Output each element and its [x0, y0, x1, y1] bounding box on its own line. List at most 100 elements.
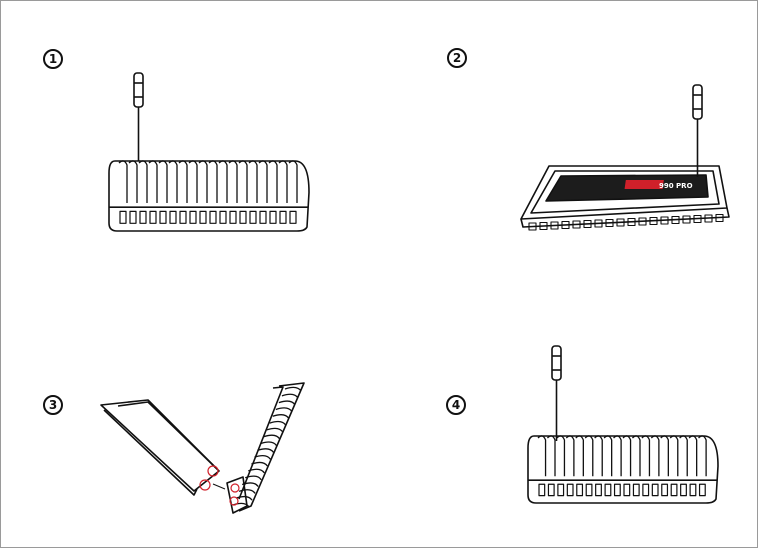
vent-slot — [550, 221, 559, 230]
fin — [198, 160, 208, 203]
heatsink-base-plate — [100, 399, 220, 496]
vent-slot — [660, 216, 669, 225]
fin — [266, 427, 284, 433]
vent-slot — [209, 210, 217, 224]
vent-slot — [604, 483, 612, 497]
fin — [688, 435, 698, 477]
vent-slot — [693, 214, 702, 224]
fin — [631, 435, 641, 477]
fin — [238, 489, 256, 494]
vent-slot — [538, 483, 546, 497]
arrow-line — [212, 483, 226, 490]
vent-slot — [649, 216, 658, 226]
vent-slot — [199, 210, 207, 224]
vent-slot — [698, 483, 706, 497]
fin — [228, 160, 238, 203]
screwdriver-icon — [133, 72, 144, 161]
fin — [238, 160, 248, 203]
vent-slot — [632, 483, 640, 497]
vent-slot — [279, 210, 287, 224]
fin — [218, 160, 228, 203]
vent-slot — [605, 218, 614, 228]
vent-slot — [680, 483, 687, 497]
vent-slot — [169, 210, 177, 224]
vent-slot — [651, 483, 659, 497]
fin — [138, 160, 148, 203]
fin — [537, 435, 547, 477]
heatsink-closed — [527, 435, 719, 504]
highlight-circle — [230, 483, 240, 493]
vent-slot — [249, 210, 257, 224]
fin — [556, 435, 566, 477]
fin — [278, 160, 288, 203]
fin — [288, 160, 298, 203]
highlight-circle — [229, 496, 239, 506]
fin — [241, 482, 259, 487]
fin — [272, 414, 290, 419]
fin — [594, 435, 603, 477]
vent-slot — [638, 217, 647, 226]
fin — [263, 434, 281, 440]
fin — [245, 475, 262, 481]
step-4-number: 4 — [446, 395, 466, 415]
vent-slot — [547, 483, 555, 497]
vent-slot — [572, 220, 581, 229]
vent-slot — [139, 210, 147, 224]
fin — [275, 407, 293, 412]
vent-slot — [613, 483, 621, 497]
vent-slot — [583, 219, 592, 229]
fin — [278, 400, 296, 406]
vent-slot — [576, 483, 584, 497]
vent-slot — [623, 483, 631, 497]
fin — [698, 435, 707, 477]
vent-slot — [670, 483, 678, 497]
fin — [622, 435, 632, 477]
fin — [546, 435, 556, 477]
fin — [248, 468, 265, 474]
vent-slot — [159, 210, 167, 224]
fin — [158, 160, 168, 203]
vent-slot — [528, 222, 537, 231]
vent-slot — [189, 210, 197, 224]
fin — [128, 160, 138, 203]
vent-slot — [269, 210, 277, 224]
vent-slot — [682, 215, 691, 224]
vent-slot — [616, 218, 625, 227]
fin — [235, 495, 253, 501]
fin — [641, 435, 651, 477]
vent-slot — [557, 483, 565, 497]
fin — [258, 160, 268, 203]
vent-slot — [704, 214, 713, 223]
fin — [650, 435, 660, 477]
vent-slot — [239, 210, 247, 224]
fin — [575, 435, 584, 477]
fin — [208, 160, 218, 203]
step-3-illustration — [100, 382, 305, 514]
vent-slot — [689, 483, 697, 497]
fin — [248, 160, 258, 203]
fin — [188, 160, 198, 203]
fin — [268, 160, 278, 203]
fin — [660, 435, 669, 477]
screwdriver-icon — [551, 345, 562, 441]
step-2-number: 2 — [447, 48, 467, 68]
vent-slot — [585, 483, 593, 497]
vent-slot — [259, 210, 267, 224]
step-4-illustration — [527, 345, 719, 504]
screwdriver-icon — [692, 84, 703, 177]
fin — [284, 386, 302, 392]
fin — [254, 454, 271, 460]
step-1-illustration — [108, 72, 310, 232]
vent-slot — [289, 210, 297, 224]
vent-slot — [119, 210, 127, 224]
vent-slot — [671, 215, 680, 225]
fin — [281, 393, 299, 399]
vent-slot — [595, 483, 602, 497]
step-3-number: 3 — [43, 395, 63, 415]
vent-slot — [561, 220, 570, 230]
vent-slot — [149, 210, 157, 224]
fin — [178, 160, 188, 203]
heatsink-body — [527, 435, 719, 504]
fin — [565, 435, 575, 477]
